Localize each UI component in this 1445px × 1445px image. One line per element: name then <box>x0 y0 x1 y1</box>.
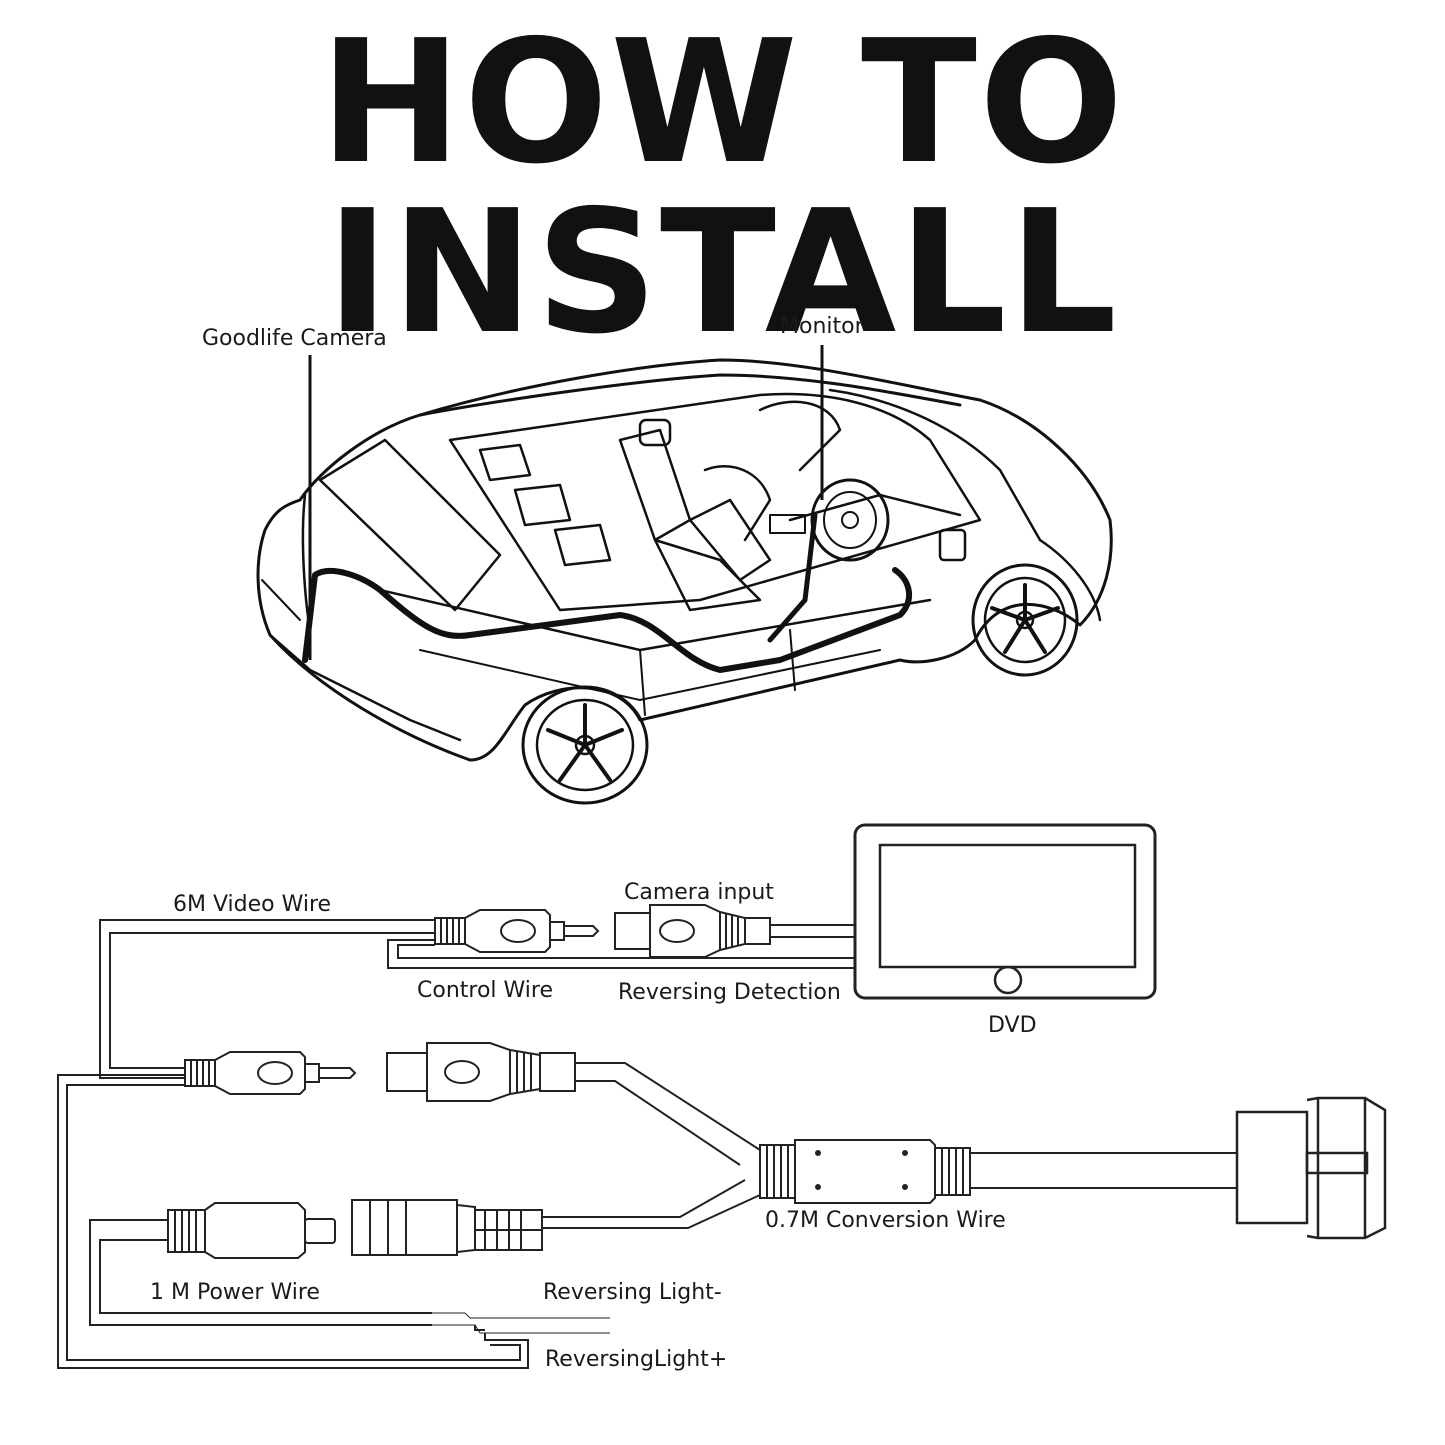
car-illustration <box>256 358 1113 805</box>
label-video-wire: 6M Video Wire <box>173 892 331 917</box>
rca-plug-upper <box>434 909 600 953</box>
rca-plug-lower <box>184 1051 357 1095</box>
label-monitor: Monitor <box>780 314 865 339</box>
power-wire <box>89 1219 432 1326</box>
conversion-branch-lower <box>542 1179 746 1218</box>
label-conversion-wire: 0.7M Conversion Wire <box>765 1208 1006 1233</box>
wiring-diagram <box>57 823 1387 1369</box>
rca-socket-conversion <box>386 1042 576 1102</box>
label-reversing-light-plus: ReversingLight+ <box>545 1347 727 1372</box>
label-control-wire: Control Wire <box>417 978 553 1003</box>
label-reversing-detection: Reversing Detection <box>618 980 841 1005</box>
camera-input-socket <box>614 904 855 958</box>
label-camera-input: Camera input <box>624 880 774 905</box>
video-wire <box>99 919 435 1079</box>
power-plug <box>167 1202 336 1259</box>
page-title: HOW TO INSTALL <box>319 4 1126 372</box>
label-power-wire: 1 M Power Wire <box>150 1280 320 1305</box>
conversion-connector <box>759 1139 1237 1204</box>
camera-body <box>1235 1096 1387 1240</box>
reversing-light-plus-wire <box>57 1074 529 1369</box>
label-reversing-light-minus: Reversing Light- <box>543 1280 722 1305</box>
label-goodlife-camera: Goodlife Camera <box>202 326 387 351</box>
control-wire <box>387 939 855 969</box>
dvd-monitor <box>853 823 1157 1000</box>
power-socket <box>351 1199 543 1256</box>
label-dvd: DVD <box>988 1013 1037 1038</box>
conversion-branch-upper <box>575 1062 761 1151</box>
